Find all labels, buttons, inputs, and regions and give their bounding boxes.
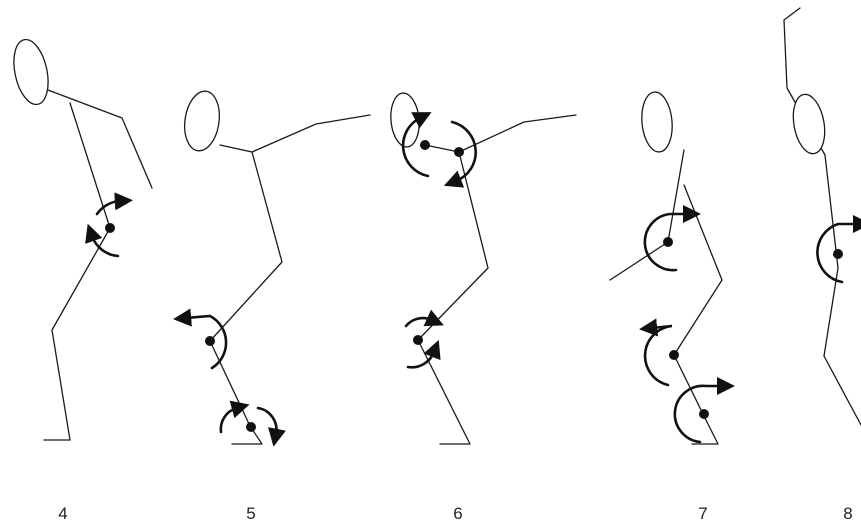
figure-label-4: 4 (58, 504, 67, 523)
rotation-arrow (219, 400, 250, 434)
stick-figure-4 (13, 38, 153, 441)
head (792, 93, 826, 155)
rotation-arrow (401, 112, 432, 178)
leg (43, 227, 111, 441)
hip-joint (105, 223, 115, 233)
torso (209, 144, 283, 342)
leg (209, 340, 263, 445)
rotation-arrow (85, 223, 120, 258)
hip-joint (833, 249, 843, 259)
figure-label-7: 7 (698, 504, 707, 523)
torso (417, 144, 489, 341)
rotation-arrow (173, 308, 228, 370)
rotation-arrow (673, 376, 735, 444)
arm (251, 114, 371, 153)
head (641, 91, 673, 153)
knee-joint (205, 336, 215, 346)
torso (69, 102, 111, 229)
leg (823, 355, 861, 426)
rotation-arrow (643, 204, 701, 272)
shoulder-joint (454, 147, 464, 157)
stick-figure-7 (609, 91, 735, 445)
figure-label-5: 5 (246, 504, 255, 523)
figure-label-6: 6 (453, 504, 462, 523)
torso (667, 149, 685, 243)
rotation-arrow (256, 406, 286, 447)
shoulder-joint (663, 237, 673, 247)
rotation-arrow (95, 192, 133, 216)
arm (47, 89, 153, 189)
head (13, 38, 49, 106)
stick-figure-6 (390, 92, 577, 445)
rotation-arrow (406, 339, 441, 369)
ankle-joint (699, 409, 709, 419)
ankle-joint (246, 422, 256, 432)
leg (417, 339, 471, 445)
rotation-arrow (816, 214, 861, 284)
rotation-arrow (443, 120, 478, 188)
figure-label-8: 8 (843, 504, 852, 523)
stick-figure-8 (783, 7, 861, 426)
knee-joint (413, 335, 423, 345)
arm (609, 241, 669, 281)
knee-joint (669, 350, 679, 360)
arm (458, 114, 577, 153)
torso (823, 154, 839, 357)
back (673, 184, 723, 356)
stick-figure-5 (173, 90, 371, 447)
rotation-arrow (404, 309, 444, 328)
head (184, 90, 220, 152)
rotation-arrow (639, 318, 673, 387)
neck-joint (420, 140, 430, 150)
leg (673, 354, 719, 445)
